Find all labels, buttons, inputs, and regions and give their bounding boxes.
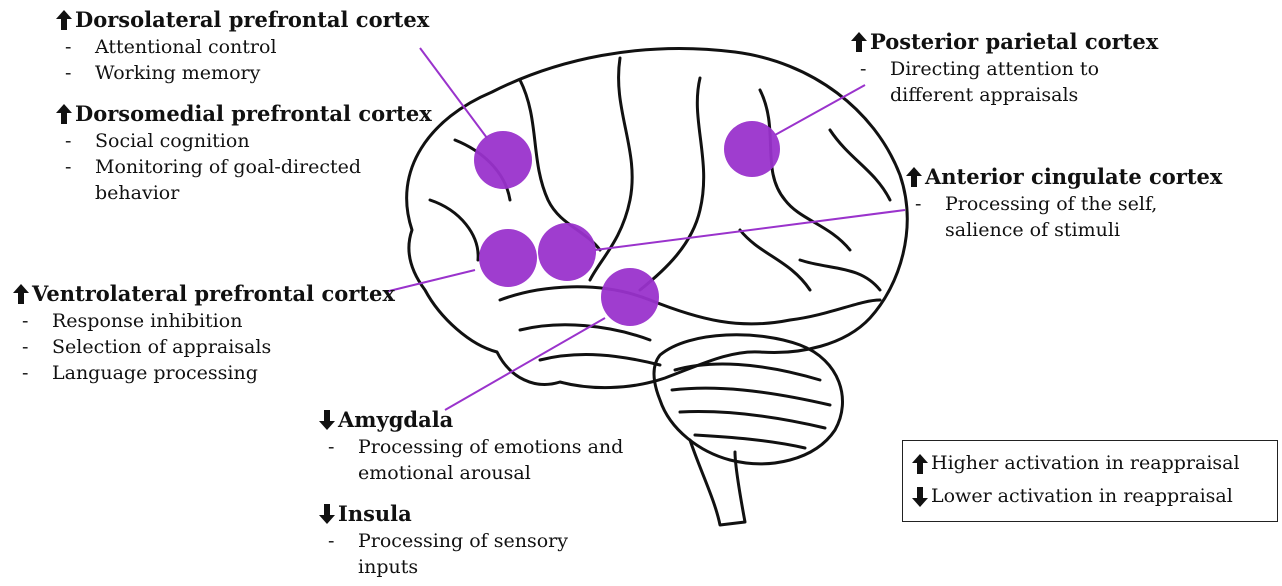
up-arrow-icon bbox=[55, 9, 73, 31]
region-marker-dlpfc bbox=[474, 131, 532, 189]
region-title-ppc: Posterior parietal cortex bbox=[850, 28, 1160, 56]
legend-row-up: Higher activation in reappraisal bbox=[911, 447, 1277, 480]
region-insula-label: Insula bbox=[338, 500, 412, 528]
region-acc: Anterior cingulate cortex Processing of … bbox=[905, 163, 1222, 243]
region-title-amygdala: Amygdala bbox=[318, 406, 668, 434]
region-ppc-item: Directing attention to different apprais… bbox=[850, 56, 1160, 108]
region-dmpfc: Dorsomedial prefrontal cortex Social cog… bbox=[55, 100, 432, 206]
region-title-dlpfc: Dorsolateral prefrontal cortex bbox=[55, 6, 429, 34]
region-title-dmpfc: Dorsomedial prefrontal cortex bbox=[55, 100, 432, 128]
up-arrow-icon bbox=[850, 31, 868, 53]
legend-down-label: Lower activation in reappraisal bbox=[931, 480, 1233, 513]
region-insula: Insula Processing of sensory inputs bbox=[318, 500, 618, 580]
region-vlpfc-label: Ventrolateral prefrontal cortex bbox=[32, 280, 395, 308]
connector-line-acc bbox=[595, 210, 905, 250]
region-dlpfc-item: Working memory bbox=[55, 60, 429, 86]
region-insula-item: Processing of sensory inputs bbox=[318, 528, 618, 580]
region-title-acc: Anterior cingulate cortex bbox=[905, 163, 1222, 191]
region-amygdala-label: Amygdala bbox=[338, 406, 453, 434]
up-arrow-icon bbox=[55, 103, 73, 125]
up-arrow-icon bbox=[905, 166, 923, 188]
region-title-insula: Insula bbox=[318, 500, 618, 528]
region-dlpfc-item: Attentional control bbox=[55, 34, 429, 60]
legend-row-down: Lower activation in reappraisal bbox=[911, 480, 1277, 513]
region-vlpfc-item: Language processing bbox=[12, 360, 395, 386]
connector-line-vlpfc bbox=[385, 270, 475, 292]
region-acc-item: Processing of the self, salience of stim… bbox=[905, 191, 1185, 243]
region-marker-ppc bbox=[724, 121, 780, 177]
region-amygdala-item: Processing of emotions and emotional aro… bbox=[318, 434, 668, 486]
down-arrow-icon bbox=[318, 409, 336, 431]
region-vlpfc-item: Selection of appraisals bbox=[12, 334, 395, 360]
down-arrow-icon bbox=[911, 486, 929, 508]
region-marker-amygdala bbox=[601, 268, 659, 326]
region-marker-acc bbox=[538, 223, 596, 281]
region-vlpfc-item: Response inhibition bbox=[12, 308, 395, 334]
region-vlpfc: Ventrolateral prefrontal cortex Response… bbox=[12, 280, 395, 386]
region-dlpfc: Dorsolateral prefrontal cortex Attention… bbox=[55, 6, 429, 86]
up-arrow-icon bbox=[911, 453, 929, 475]
legend: Higher activation in reappraisal Lower a… bbox=[902, 440, 1278, 522]
region-acc-label: Anterior cingulate cortex bbox=[925, 163, 1222, 191]
region-ppc: Posterior parietal cortex Directing atte… bbox=[850, 28, 1160, 108]
connector-line-amygdala bbox=[445, 318, 605, 410]
region-dlpfc-label: Dorsolateral prefrontal cortex bbox=[75, 6, 429, 34]
region-dmpfc-item: Social cognition bbox=[55, 128, 432, 154]
region-dmpfc-label: Dorsomedial prefrontal cortex bbox=[75, 100, 432, 128]
region-title-vlpfc: Ventrolateral prefrontal cortex bbox=[12, 280, 395, 308]
region-amygdala: Amygdala Processing of emotions and emot… bbox=[318, 406, 668, 486]
region-ppc-label: Posterior parietal cortex bbox=[870, 28, 1158, 56]
legend-up-label: Higher activation in reappraisal bbox=[931, 447, 1240, 480]
up-arrow-icon bbox=[12, 283, 30, 305]
region-dmpfc-item: Monitoring of goal-directed behavior bbox=[55, 154, 385, 206]
region-marker-vlpfc bbox=[479, 229, 537, 287]
down-arrow-icon bbox=[318, 503, 336, 525]
